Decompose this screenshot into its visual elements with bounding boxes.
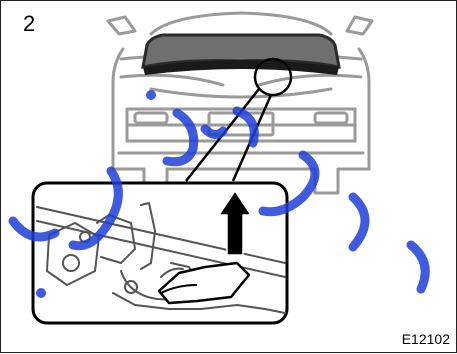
figure-code: E12102: [402, 332, 450, 346]
step-number: 2: [23, 13, 35, 35]
zoom-detail: [33, 183, 287, 323]
